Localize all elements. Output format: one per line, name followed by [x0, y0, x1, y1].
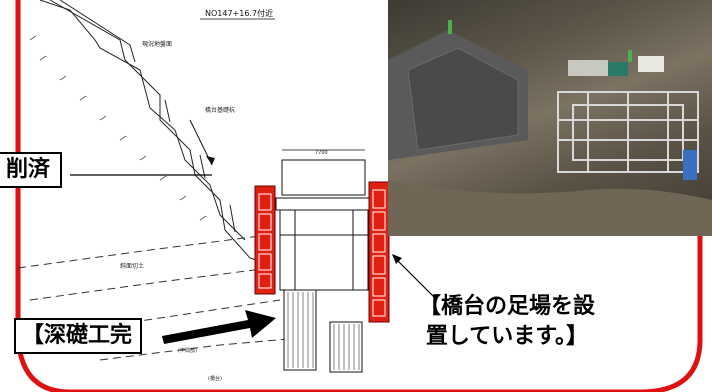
note-ground: 現況地盤面	[142, 40, 172, 48]
callout-deep-foundation: 【深礎工完	[14, 318, 143, 354]
arrow-to-pile	[162, 310, 276, 344]
note-fill: (橋台)	[208, 375, 222, 382]
drawing-title: NO147+16.7付近	[205, 8, 273, 18]
hatch-marks	[29, 35, 207, 221]
scaffold-right	[368, 181, 390, 323]
note-cut: 斜面切土	[120, 262, 144, 270]
abutment: 7700	[275, 149, 373, 373]
note-pile: 橋台基礎杭	[205, 106, 235, 114]
callout-cut-complete: 削済	[0, 152, 63, 188]
dimension-label: 7700	[315, 150, 328, 156]
callout-scaffold: 【橋台の足場を設 置しています。】	[398, 292, 616, 352]
pile-hatch	[287, 292, 360, 370]
slope-profile	[39, 0, 263, 263]
callout-line-scaffold	[394, 257, 436, 299]
callout-scaffold-line1: 【橋台の足場を設	[418, 294, 595, 319]
scaffold-left	[254, 185, 276, 295]
callout-scaffold-line2: 置しています。】	[425, 324, 589, 349]
note-mid: (中間部)	[178, 347, 197, 354]
site-photo	[388, 0, 712, 236]
